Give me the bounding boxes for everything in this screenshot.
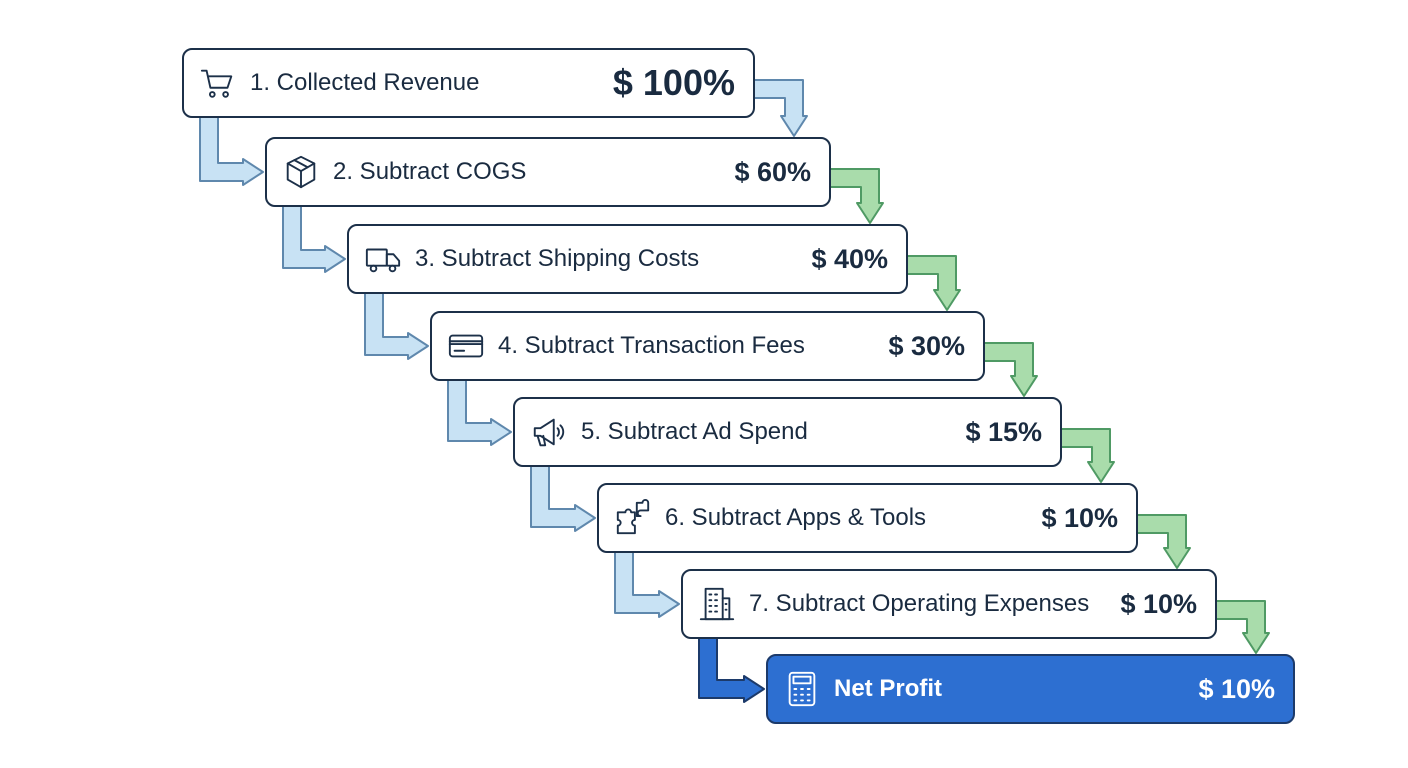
step-box-5: 5. Subtract Ad Spend $ 15% — [513, 397, 1062, 467]
left-connector-arrow-4 — [447, 378, 512, 446]
right-connector-arrow-6 — [1135, 514, 1191, 569]
step-value: $ 60% — [734, 156, 811, 187]
package-box-icon — [281, 152, 321, 192]
right-connector-arrow-5 — [1059, 428, 1115, 483]
step-value: $ 100% — [612, 62, 735, 103]
step-box-3: 3. Subtract Shipping Costs $ 40% — [347, 224, 908, 294]
left-connector-arrow-1 — [199, 115, 264, 186]
step-label: 3. Subtract Shipping Costs — [415, 245, 700, 272]
step-box-4: 4. Subtract Transaction Fees $ 30% — [430, 311, 985, 381]
step-value: $ 10% — [1198, 673, 1275, 704]
step-value: $ 40% — [811, 243, 888, 274]
megaphone-icon — [529, 412, 569, 452]
shopping-cart-icon — [198, 63, 238, 103]
step-label: 4. Subtract Transaction Fees — [498, 332, 805, 359]
calculator-icon — [782, 669, 822, 709]
right-connector-arrow-3 — [905, 255, 961, 311]
step-label: 7. Subtract Operating Expenses — [749, 590, 1090, 617]
step-label: 6. Subtract Apps & Tools — [665, 504, 927, 531]
step-label: 2. Subtract COGS — [333, 158, 527, 185]
left-connector-arrow-5 — [530, 464, 596, 532]
step-box-7: 7. Subtract Operating Expenses $ 10% — [681, 569, 1217, 639]
puzzle-pieces-icon — [613, 498, 653, 538]
step-value: $ 10% — [1120, 588, 1197, 619]
delivery-truck-icon — [363, 239, 403, 279]
right-connector-arrow-4 — [982, 342, 1038, 397]
step-box-6: 6. Subtract Apps & Tools $ 10% — [597, 483, 1138, 553]
step-value: $ 10% — [1041, 502, 1118, 533]
step-label: Net Profit — [834, 675, 942, 702]
right-connector-arrow-2 — [828, 168, 884, 224]
step-box-1: 1. Collected Revenue $ 100% — [182, 48, 755, 118]
left-connector-arrow-7 — [698, 636, 765, 703]
step-label: 1. Collected Revenue — [250, 69, 480, 96]
office-building-icon — [697, 584, 737, 624]
left-connector-arrow-3 — [364, 291, 429, 360]
right-connector-arrow-1 — [752, 79, 808, 137]
step-value: $ 15% — [965, 416, 1042, 447]
step-box-2: 2. Subtract COGS $ 60% — [265, 137, 831, 207]
right-connector-arrow-7 — [1214, 600, 1270, 654]
net-profit-step: Net Profit $ 10% — [766, 654, 1295, 724]
left-connector-arrow-6 — [614, 550, 680, 618]
step-value: $ 30% — [888, 330, 965, 361]
step-label: 5. Subtract Ad Spend — [581, 418, 808, 445]
left-connector-arrow-2 — [282, 204, 346, 273]
credit-card-icon — [446, 326, 486, 366]
